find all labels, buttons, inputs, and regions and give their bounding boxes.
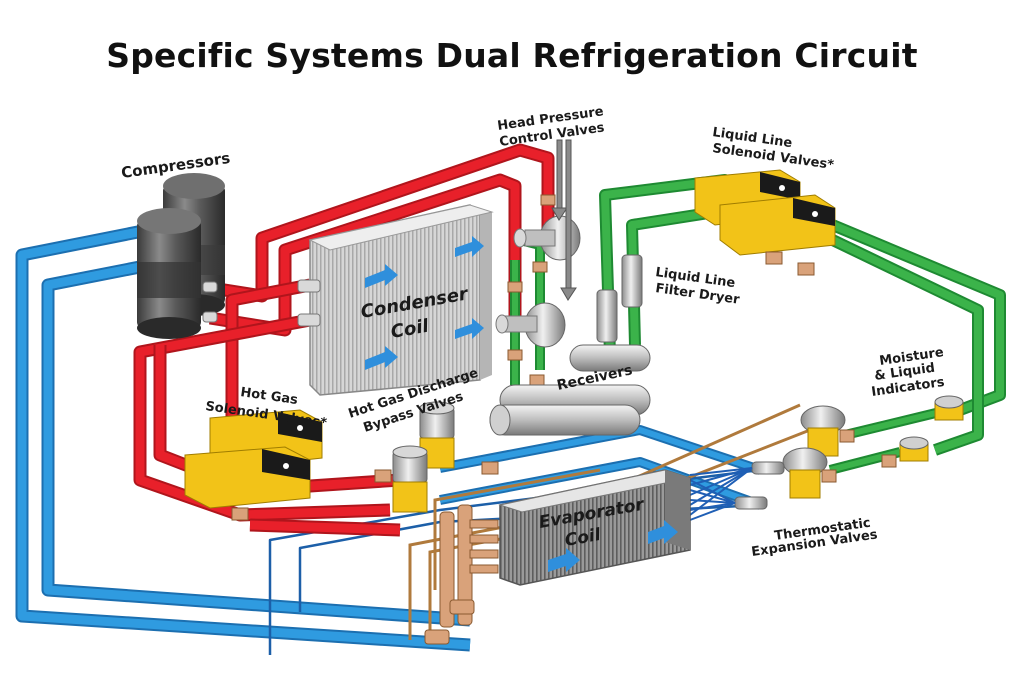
head-pressure-valve-lower (495, 302, 566, 348)
txv-upper (800, 405, 855, 457)
hot-gas-solenoid-valve-2 (184, 446, 311, 509)
suction-line-outer-fill (17, 225, 471, 650)
suction-line-evap-upper-fill (439, 427, 761, 473)
moisture-indicator-2 (899, 436, 929, 462)
diagram-title: Specific Systems Dual Refrigeration Circ… (106, 36, 918, 75)
liquid-lines (510, 174, 1006, 475)
bypass-valve-lower (392, 445, 428, 513)
filter-dryer-2 (621, 254, 643, 308)
txv-lower (782, 447, 837, 499)
filter-dryer-1 (596, 289, 618, 343)
suction-line-inner-fill (43, 260, 471, 625)
moisture-indicator-1 (934, 395, 964, 421)
fittings-liquid-solenoid (765, 251, 815, 276)
condenser-coil (297, 204, 494, 396)
evaporator-coil (498, 469, 692, 586)
compressor-front (137, 208, 201, 339)
condenser-airflow-arrows (365, 236, 484, 370)
suction-manifold (424, 504, 499, 645)
fittings-head-pressure (507, 194, 556, 386)
txv-distributors (734, 461, 785, 510)
fittings-misc (231, 454, 897, 521)
distributor-tubes (689, 467, 753, 521)
compressor-ports (202, 281, 218, 323)
evaporator-airflow-arrows (548, 520, 678, 572)
head-pressure-pointer-arrows (551, 139, 577, 301)
liquid-solenoid-valve-2 (719, 194, 836, 256)
receivers (489, 344, 651, 436)
